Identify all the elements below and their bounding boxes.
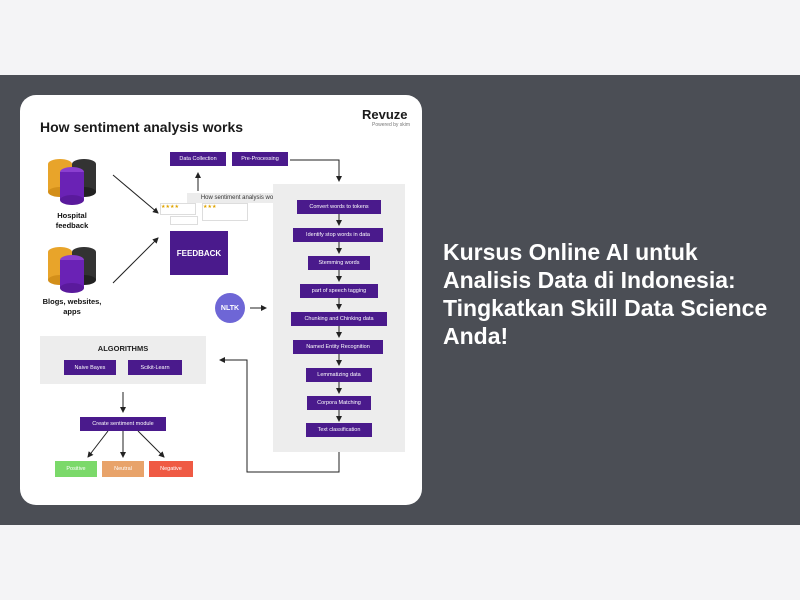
pipeline-step: Corpora Matching	[307, 396, 371, 410]
database-icon	[48, 159, 96, 205]
pipeline-step: Convert words to tokens	[297, 200, 381, 214]
pipeline-step: Identify stop words in data	[293, 228, 383, 242]
pipeline-step: part of speech tagging	[300, 284, 378, 298]
review-snippet	[170, 216, 198, 225]
pipeline-step: Named Entity Recognition	[293, 340, 383, 354]
nltk-badge: NLTK	[215, 293, 245, 323]
review-stars: ★★★★	[160, 203, 196, 215]
revuze-logo: Revuze	[362, 107, 408, 122]
database-icon	[48, 247, 96, 293]
algorithm-naive-bayes: Naive Bayes	[64, 360, 116, 375]
source-label-blogs: Blogs, websites, apps	[42, 297, 102, 316]
infographic-card: How sentiment analysis works Revuze Powe…	[20, 95, 422, 505]
source-label-hospital: Hospital feedback	[55, 211, 89, 230]
pipeline-arrows	[336, 214, 342, 422]
step-pre-processing: Pre-Processing	[232, 152, 288, 166]
revuze-logo-subtitle: Powered by skim	[372, 122, 411, 128]
algorithms-title: ALGORITHMS	[97, 344, 149, 353]
flow-connectors	[87, 159, 342, 473]
pipeline-step: Lemmatizing data	[306, 368, 372, 382]
popup-caption: How sentiment analysis works	[187, 193, 295, 203]
headline: Kursus Online AI untuk Analisis Data di …	[443, 239, 768, 349]
feedback-box: FEEDBACK	[170, 231, 228, 275]
pipeline-step: Chunking and Chinking data	[291, 312, 387, 326]
step-data-collection: Data Collection	[170, 152, 226, 166]
pipeline-step: Stemming words	[308, 256, 370, 270]
review-stars: ★★★	[202, 203, 248, 221]
sentiment-module-box: Create sentiment module	[80, 417, 166, 431]
result-neutral: Neutral	[102, 461, 144, 477]
algorithm-scikit-learn: Scikit-Learn	[128, 360, 182, 375]
result-negative: Negative	[149, 461, 193, 477]
infographic-title: How sentiment analysis works	[40, 119, 244, 135]
pipeline-step: Text classification	[306, 423, 372, 437]
result-positive: Positive	[55, 461, 97, 477]
